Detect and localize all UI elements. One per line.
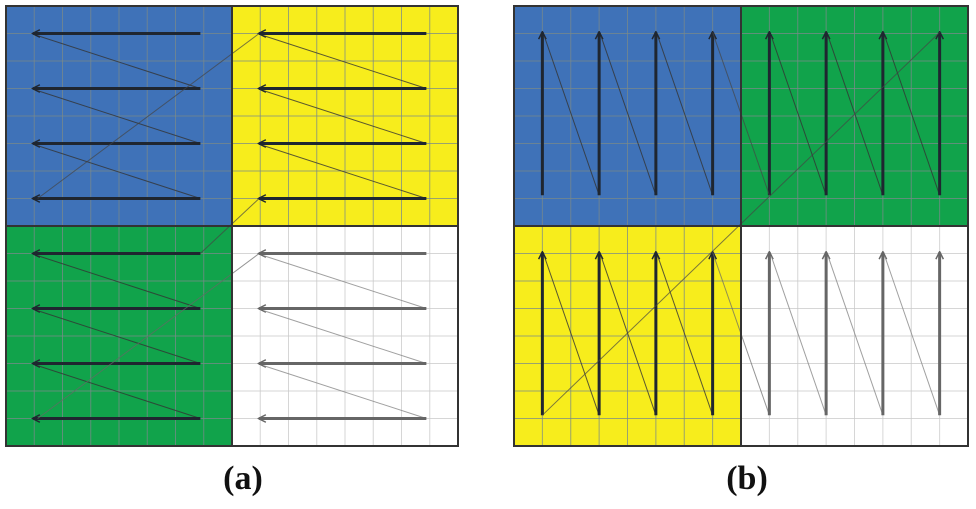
scan-return-line	[770, 256, 827, 416]
caption-a: (a)	[223, 460, 263, 497]
scan-return-line	[36, 35, 201, 89]
scan-return-line	[600, 256, 657, 416]
scan-return-line	[36, 255, 201, 309]
quadrant-top-right	[741, 6, 968, 226]
scan-return-line	[600, 36, 657, 196]
scan-return-line	[543, 36, 600, 196]
quadrant-top-left	[6, 6, 232, 226]
scan-return-line	[827, 256, 884, 416]
panel-a	[5, 5, 459, 447]
scan-return-line	[657, 36, 714, 196]
scan-return-line	[543, 256, 600, 416]
scan-return-line	[262, 255, 427, 309]
scan-return-line	[36, 145, 201, 199]
scan-return-line	[770, 36, 827, 196]
scan-return-line	[36, 90, 201, 144]
scan-return-line	[36, 310, 201, 364]
panel-border	[5, 5, 459, 447]
quadrant-top-right	[232, 6, 458, 226]
panel-b	[513, 5, 969, 447]
caption-b: (b)	[726, 460, 768, 497]
quadrant-bottom-left	[6, 226, 232, 446]
scan-return-line	[827, 36, 884, 196]
scan-return-line	[262, 90, 427, 144]
scan-return-line	[262, 365, 427, 419]
quadrant-bottom-right	[232, 226, 458, 446]
scan-return-line	[262, 35, 427, 89]
panel-border	[513, 5, 969, 447]
quadrant-top-left	[514, 6, 741, 226]
quadrant-bottom-right	[741, 226, 968, 446]
scan-return-line	[657, 256, 714, 416]
scan-return-line	[36, 365, 201, 419]
scan-return-line	[884, 256, 941, 416]
quadrant-bottom-left	[514, 226, 741, 446]
scan-return-line	[262, 145, 427, 199]
connector-line	[37, 33, 260, 199]
connector-line	[37, 253, 260, 419]
scan-return-line	[262, 310, 427, 364]
scan-return-line	[884, 36, 941, 196]
